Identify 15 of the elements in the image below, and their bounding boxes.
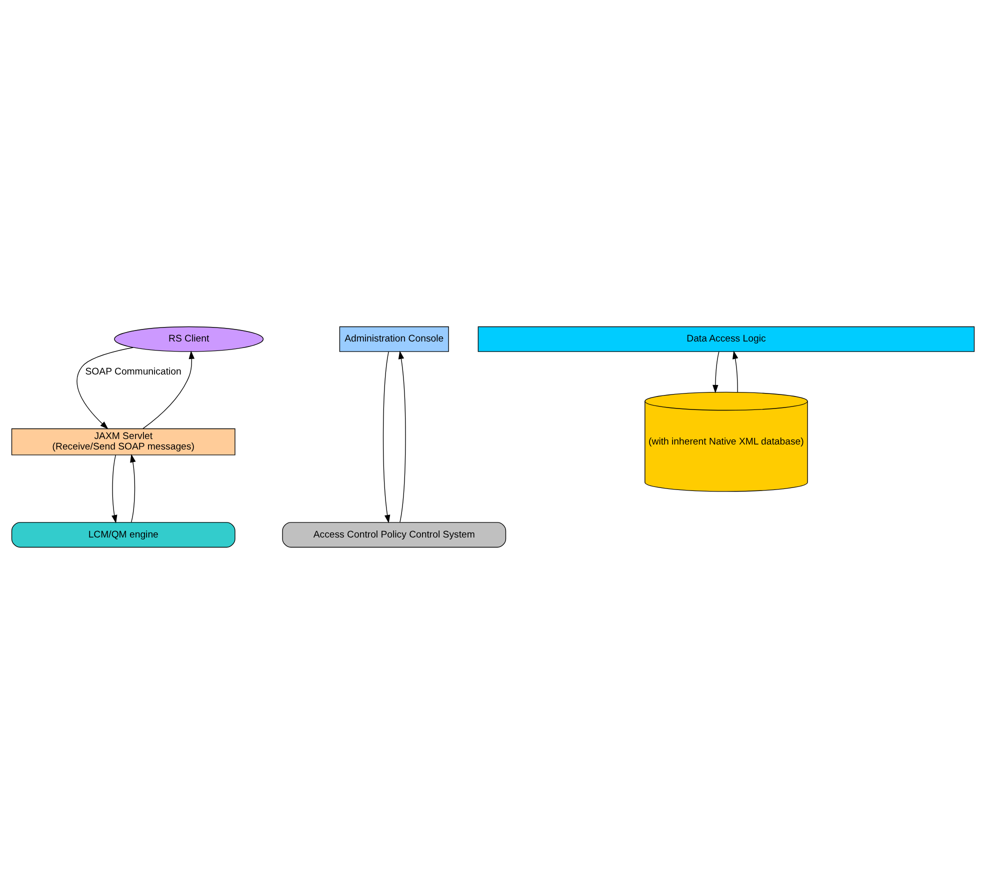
node-box: LCM/QM engine	[10, 522, 235, 548]
arrow	[732, 350, 738, 393]
arrow	[111, 454, 117, 524]
node-ellipse: RS Client	[114, 326, 264, 352]
node-box: Administration Console	[338, 326, 448, 352]
edge-label: SOAP Communication	[84, 366, 181, 378]
arrow	[142, 350, 194, 429]
node-box: Data Access Logic	[477, 326, 974, 352]
arrow	[712, 351, 719, 394]
node-box: JAXM Servlet (Receive/Send SOAP messages)	[10, 428, 235, 456]
node-box: Access Control Policy Control System	[282, 522, 506, 548]
arrow	[398, 350, 406, 523]
arrow	[130, 454, 136, 523]
arrow	[76, 347, 134, 430]
arrow	[382, 351, 390, 524]
